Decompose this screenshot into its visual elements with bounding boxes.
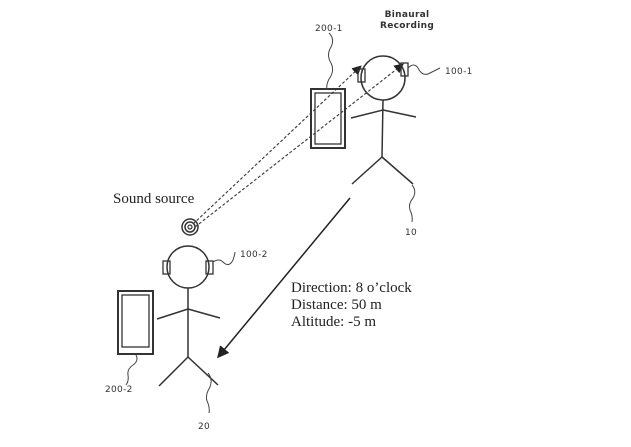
ref-label-20: 20 [198, 422, 211, 432]
head [166, 245, 210, 289]
headphone-left-icon [357, 68, 366, 83]
leader-lines [125, 32, 441, 414]
ref-label-10: 10 [405, 228, 418, 238]
arm-left [156, 308, 189, 320]
person-10 [350, 55, 417, 185]
person-20 [156, 245, 221, 387]
sound-path-lines [192, 63, 404, 228]
movement-annotation: Direction: 8 o’clock Distance: 50 m Alti… [291, 280, 412, 331]
sound-source-label: Sound source [113, 191, 195, 207]
ref-label-200-2: 200-2 [105, 385, 133, 395]
altitude-text: Altitude: -5 m [291, 314, 376, 330]
leg-left [351, 156, 383, 185]
distance-text: Distance: 50 m [291, 297, 382, 313]
device-200-2 [117, 290, 154, 355]
head [360, 55, 406, 101]
arm-left [350, 109, 384, 119]
binaural-recording-title: Binaural Recording [380, 10, 434, 32]
ref-label-100-2: 100-2 [240, 250, 268, 260]
body [381, 99, 384, 158]
headphone-left-icon [162, 260, 171, 275]
ref-label-100-1: 100-1 [445, 67, 473, 77]
leg-left [158, 356, 189, 387]
leader-200-2 [125, 354, 138, 386]
headphone-right-icon [205, 260, 214, 275]
direction-text: Direction: 8 o’clock [291, 280, 412, 296]
ref-label-200-1: 200-1 [315, 24, 343, 34]
headphone-right-icon [400, 62, 409, 77]
leader-100-2 [212, 251, 236, 266]
title-line-1: Binaural [384, 10, 430, 20]
device-200-1 [310, 88, 346, 149]
movement-arrow [217, 197, 351, 359]
arm-right [382, 109, 417, 118]
title-line-2: Recording [380, 21, 435, 31]
leg-right [187, 356, 219, 386]
leg-right [381, 156, 414, 185]
leader-20 [205, 372, 212, 414]
leader-100-1 [407, 64, 441, 75]
arm-right [187, 308, 221, 319]
leader-200-1 [326, 32, 334, 90]
sound-path-left-ear [192, 65, 362, 225]
leader-10 [408, 184, 416, 223]
sound-path-right-ear [194, 63, 404, 228]
